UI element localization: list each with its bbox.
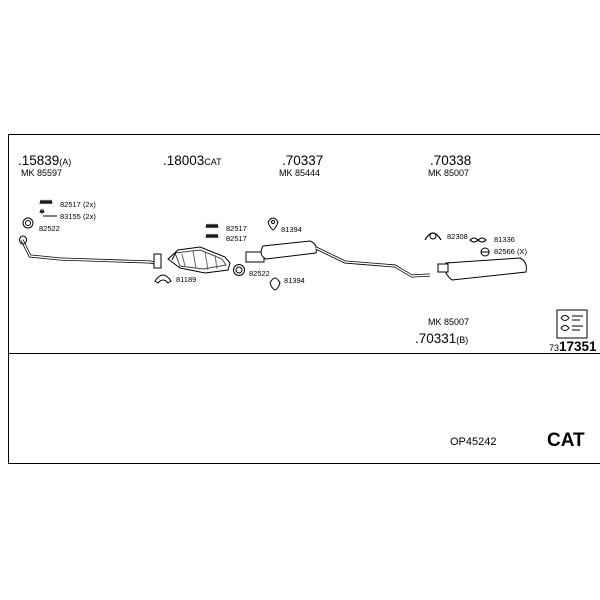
catalog-code-prefix: 73 [549,343,560,353]
front-pipe-drawing [19,235,162,269]
spring-icon [39,199,53,205]
mk-label: MK 85007 [428,168,470,178]
mk-label: MK 85597 [21,168,63,178]
gasket-ring-icon [22,217,34,229]
clamp-icon [424,232,442,241]
mk-label: MK 85007 [428,317,470,327]
cat-label: CAT [547,430,585,451]
group-front-pipe: .15839(A) [18,153,71,169]
rubber-mount-icon [469,237,487,243]
catalog-code-number: 17351 [559,339,597,354]
rubber-mount-icon [267,217,279,231]
part-label: 81336 [494,235,515,244]
part-label: 82308 [447,232,468,241]
middle-silencer-drawing [245,240,431,278]
part-number: .18003 [163,153,205,168]
group-catalyst: .18003CAT [163,153,222,169]
diagram-frame [8,134,600,464]
group-middle-silencer: .70337 [282,153,323,169]
part-label: 82522 [249,269,270,278]
kit-code: OP45242 [450,436,497,448]
mk-label: MK 85444 [279,168,321,178]
part-label: 82566 (X) [494,247,527,256]
part-suffix: (A) [59,157,72,167]
rubber-mount-icon [480,247,490,257]
part-label: 81394 [281,225,302,234]
part-number: .70331 [415,331,457,346]
catalog-code-icon [556,309,588,339]
part-number: .70338 [430,153,472,168]
part-number: .15839 [18,153,60,168]
rear-silencer-drawing [437,257,527,281]
part-label: 82522 [39,224,60,233]
part-label: 81394 [284,276,305,285]
group-rear-variant: .70331(B) [415,331,468,347]
part-label: 81189 [176,275,197,284]
catalytic-converter-drawing [167,246,231,274]
part-label: 82517 (2x) [60,200,96,209]
gasket-ring-icon [233,264,245,276]
clamp-icon [154,274,172,284]
catalog-code: 7317351 [549,339,597,355]
bolt-icon [39,208,57,217]
part-suffix: CAT [204,157,222,167]
part-label: 82517 [226,224,247,233]
rubber-mount-icon [269,277,281,291]
part-label: 83155 (2x) [60,212,96,221]
spring-icon [205,223,219,239]
part-label: 82517 [226,234,247,243]
part-number: .70337 [282,153,324,168]
group-rear-silencer: .70338 [430,153,471,169]
part-suffix: (B) [456,335,469,345]
diagram-divider [8,353,600,354]
